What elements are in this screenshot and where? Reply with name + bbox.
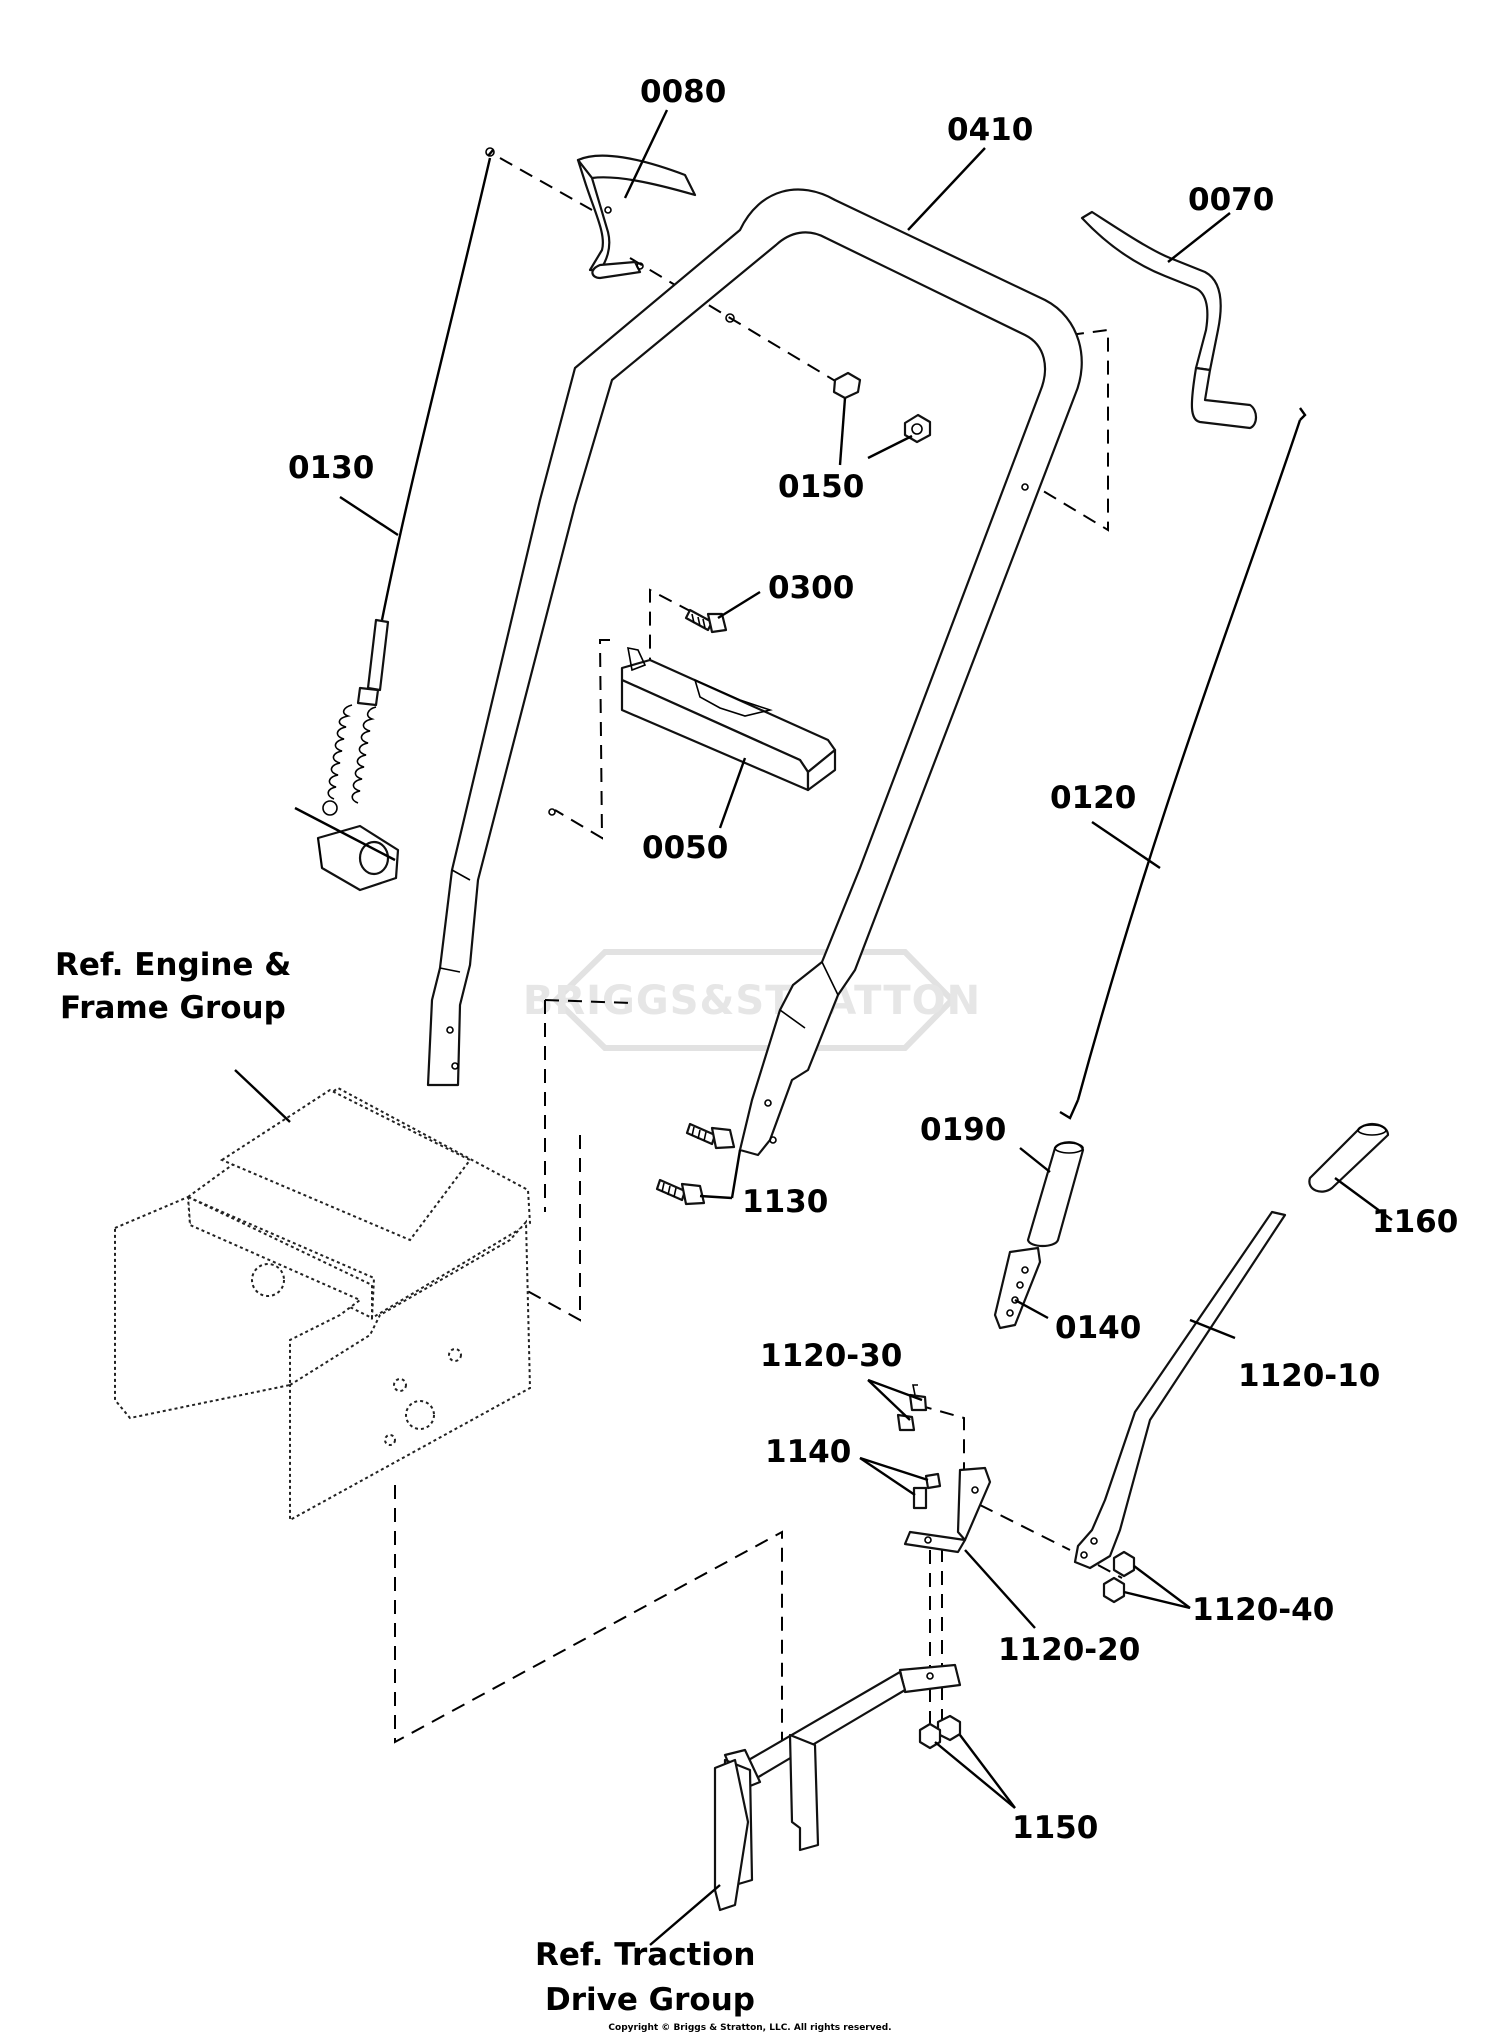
label-0140: 0140 bbox=[1055, 1310, 1141, 1346]
part-1120-20-bracket bbox=[903, 1466, 992, 1554]
ref-engine-line1: Ref. Engine & bbox=[55, 947, 291, 983]
part-0070-lever bbox=[1080, 210, 1258, 430]
part-0410-handle bbox=[426, 188, 1083, 1157]
label-1160: 1160 bbox=[1372, 1204, 1458, 1240]
label-0070: 0070 bbox=[1188, 182, 1274, 218]
reference-labels: Ref. Engine & Frame Group Ref. Traction … bbox=[55, 947, 755, 2018]
part-1120-10-rod bbox=[1073, 1210, 1287, 1570]
ref-engine-line2: Frame Group bbox=[60, 990, 286, 1026]
part-0130-cable bbox=[322, 147, 495, 816]
part-0190-grip bbox=[1026, 1141, 1085, 1248]
label-0130: 0130 bbox=[288, 450, 374, 486]
ref-traction-line2: Drive Group bbox=[545, 1982, 755, 2018]
label-0150: 0150 bbox=[778, 469, 864, 505]
label-0120: 0120 bbox=[1050, 780, 1136, 816]
label-0080: 0080 bbox=[640, 74, 726, 110]
label-1120-30: 1120-30 bbox=[760, 1338, 902, 1374]
label-0300: 0300 bbox=[768, 570, 854, 606]
part-0150-hardware bbox=[832, 371, 932, 444]
part-1120-40-nuts bbox=[1102, 1550, 1136, 1604]
alignment-lines bbox=[394, 157, 1123, 1755]
part-1140-bolt bbox=[912, 1472, 942, 1510]
label-0410: 0410 bbox=[947, 112, 1033, 148]
part-0300-bolt bbox=[684, 608, 728, 634]
part-0140-plate bbox=[993, 1246, 1042, 1330]
label-0190: 0190 bbox=[920, 1112, 1006, 1148]
part-1150-nuts bbox=[918, 1714, 962, 1750]
part-labels: 0080 0410 0070 0130 0150 0300 0050 0120 … bbox=[288, 74, 1458, 1846]
label-1120-40: 1120-40 bbox=[1192, 1592, 1334, 1628]
label-1120-10: 1120-10 bbox=[1238, 1358, 1380, 1394]
engine-frame-group bbox=[114, 1086, 532, 1522]
label-1130: 1130 bbox=[742, 1184, 828, 1220]
part-1130-bolts bbox=[655, 1122, 736, 1206]
part-0120-cable bbox=[1059, 407, 1307, 1120]
briggs-stratton-watermark: BRIGGS&STRATTON bbox=[523, 949, 980, 1051]
ref-traction-line1: Ref. Traction bbox=[535, 1937, 755, 1973]
part-1160-grip bbox=[1308, 1122, 1390, 1193]
label-1140: 1140 bbox=[765, 1434, 851, 1470]
label-0050: 0050 bbox=[642, 830, 728, 866]
copyright-text: Copyright © Briggs & Stratton, LLC. All … bbox=[608, 2023, 891, 2033]
label-1150: 1150 bbox=[1012, 1810, 1098, 1846]
leader-lines bbox=[234, 109, 1393, 1946]
label-1120-20: 1120-20 bbox=[998, 1632, 1140, 1668]
engine-pivot-block bbox=[316, 824, 400, 892]
part-0050-bracket bbox=[620, 646, 837, 792]
traction-drive-assembly bbox=[713, 1663, 962, 1912]
